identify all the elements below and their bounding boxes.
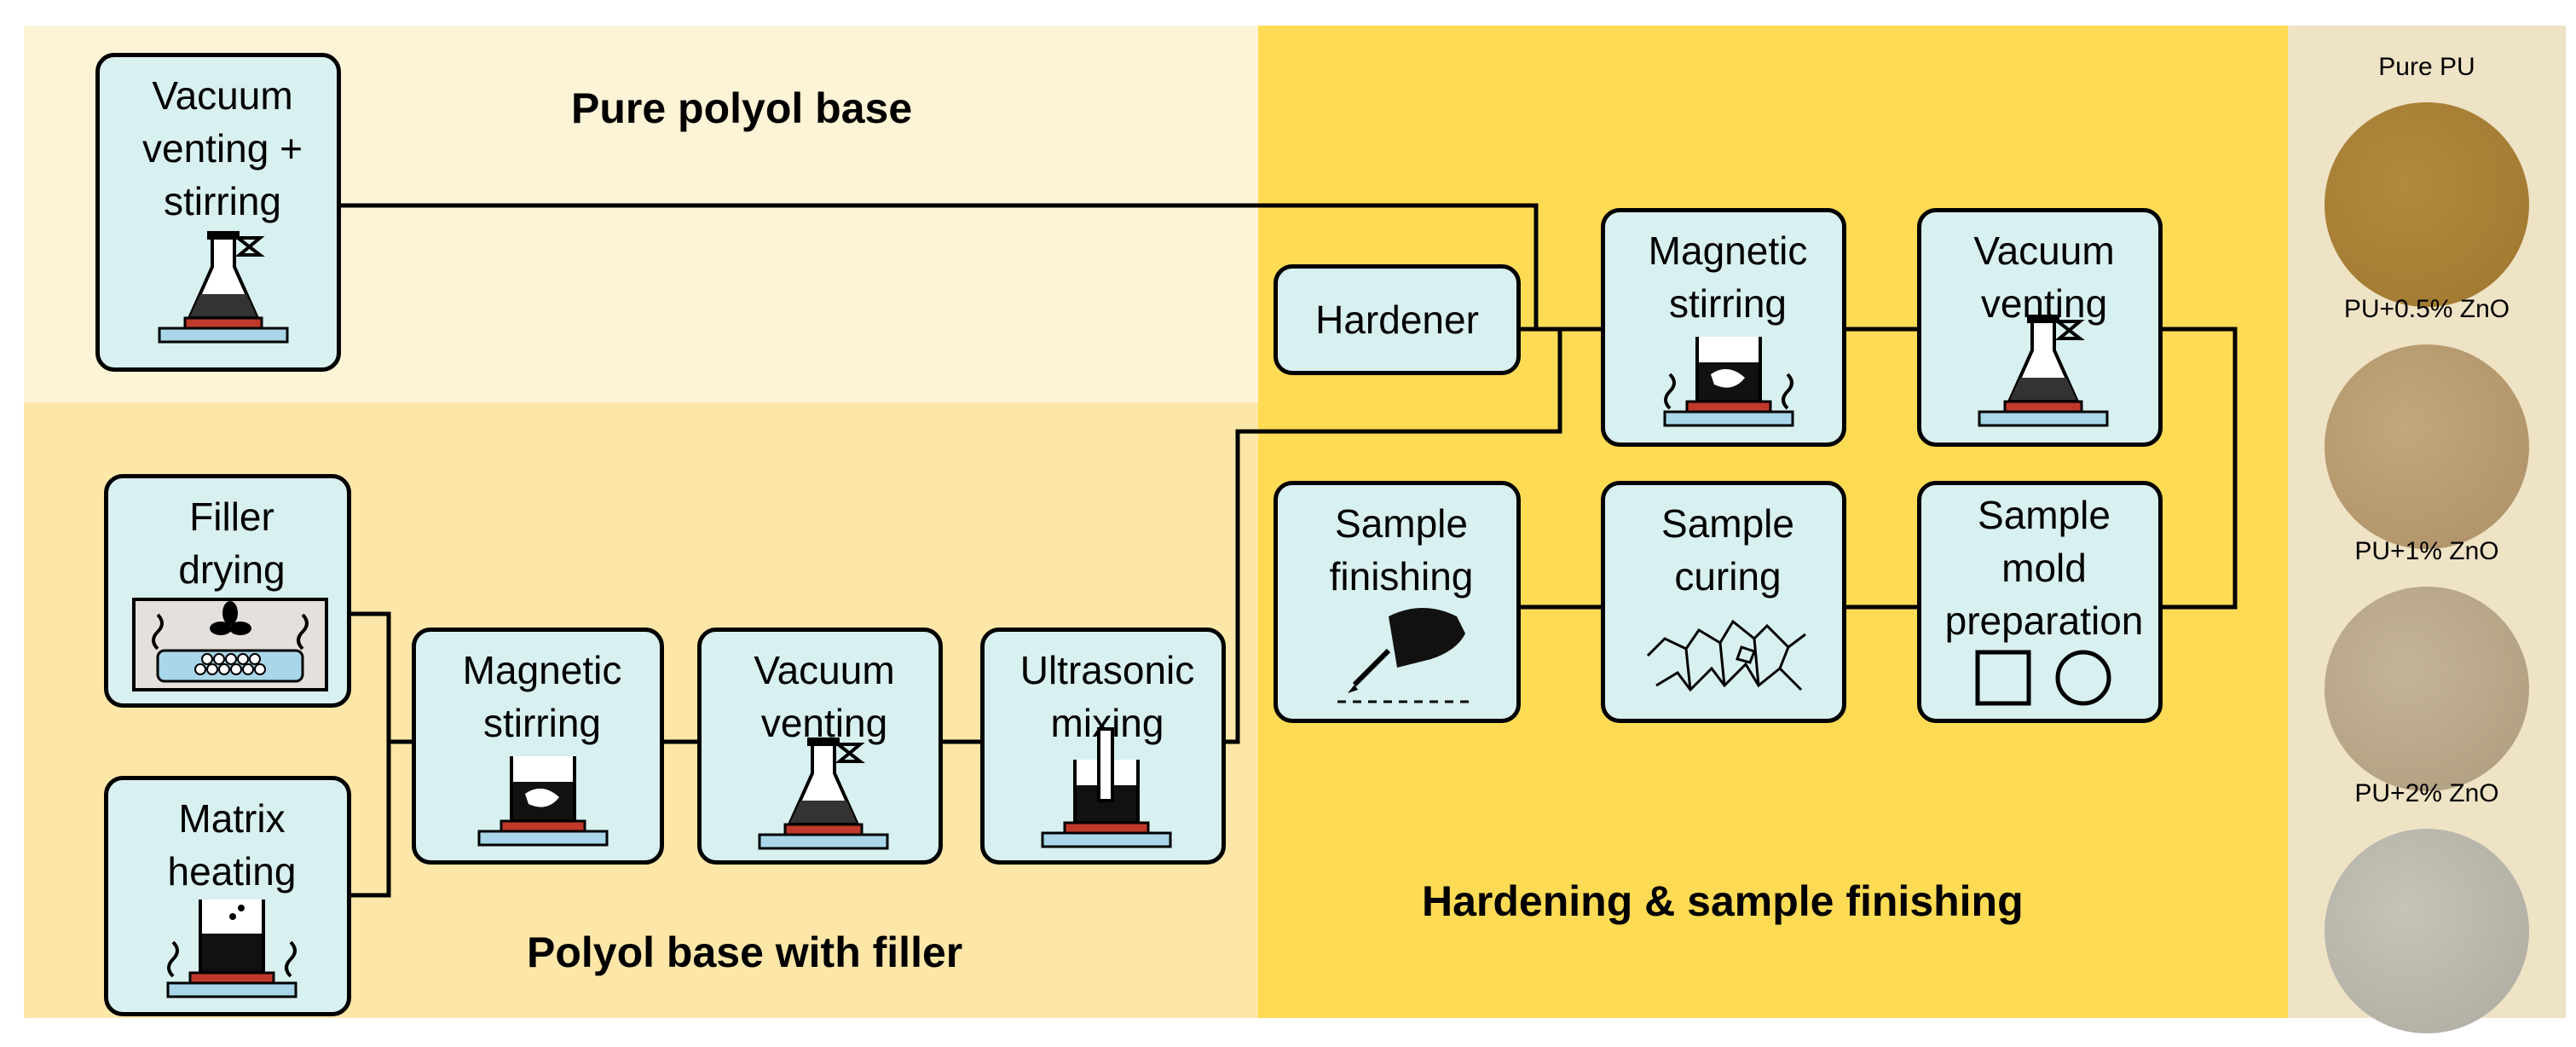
- sample-label-1: PU+1% ZnO: [2354, 537, 2499, 565]
- hardening-region-title: Hardening & sample finishing: [1422, 877, 2024, 925]
- step-label: Magnetic stirring: [462, 648, 622, 745]
- flask-icon: [158, 231, 289, 344]
- vacuum-stirring-step: Vacuum venting + stirring: [95, 53, 341, 372]
- pure-region-title: Pure polyol base: [571, 84, 913, 132]
- sample-disc-2: [2325, 829, 2529, 1033]
- stir-beaker-icon: [1663, 337, 1794, 427]
- sample-finishing-step: Sample finishing: [1274, 481, 1521, 723]
- magnetic-stirring-step-2: Magnetic stirring: [1601, 208, 1846, 447]
- flask-icon: [1978, 315, 2109, 427]
- sample-disc-1: [2325, 587, 2529, 791]
- step-label: Vacuum venting: [754, 648, 895, 745]
- sample-label-2: PU+2% ZnO: [2354, 779, 2499, 807]
- sample-disc-pure: [2325, 102, 2529, 307]
- sample-label-05: PU+0.5% ZnO: [2343, 295, 2510, 323]
- matrix-heating-step: Matrix heating: [104, 776, 351, 1016]
- beaker-hotplate-icon: [166, 899, 297, 998]
- vacuum-venting-step-2: Vacuum venting: [1917, 208, 2163, 447]
- filler-region-title: Polyol base with filler: [527, 928, 963, 976]
- sample-disc-05: [2325, 344, 2529, 549]
- flask-icon: [758, 738, 889, 850]
- fan-icon: [132, 598, 328, 691]
- ultrasonic-mixing-step: Ultrasonic mixing: [980, 628, 1226, 865]
- step-label: Sample curing: [1661, 501, 1794, 599]
- step-label: Filler drying: [178, 495, 286, 592]
- mold-shapes-icon: [1975, 650, 2111, 706]
- ultrasonic-icon: [1041, 727, 1172, 848]
- step-label: Vacuum venting + stirring: [142, 73, 303, 223]
- hardener-step: Hardener: [1274, 264, 1521, 375]
- step-label: Ultrasonic mixing: [1019, 648, 1195, 745]
- vacuum-venting-step-1: Vacuum venting: [697, 628, 943, 865]
- polymer-network-icon: [1646, 619, 1806, 692]
- sample-label-pure: Pure PU: [2378, 53, 2475, 81]
- pen-hand-icon: [1337, 608, 1474, 703]
- step-label: Matrix heating: [167, 796, 297, 894]
- step-label: Magnetic stirring: [1648, 228, 1808, 326]
- filler-drying-step: Filler drying: [104, 474, 351, 708]
- magnetic-stirring-step-1: Magnetic stirring: [412, 628, 664, 865]
- sample-mold-step: Sample mold preparation: [1917, 481, 2163, 723]
- step-label: Sample mold preparation: [1944, 493, 2144, 643]
- stir-beaker-icon: [477, 756, 609, 847]
- sample-curing-step: Sample curing: [1601, 481, 1846, 723]
- step-label: Sample finishing: [1329, 501, 1474, 599]
- step-label: Hardener: [1315, 298, 1479, 342]
